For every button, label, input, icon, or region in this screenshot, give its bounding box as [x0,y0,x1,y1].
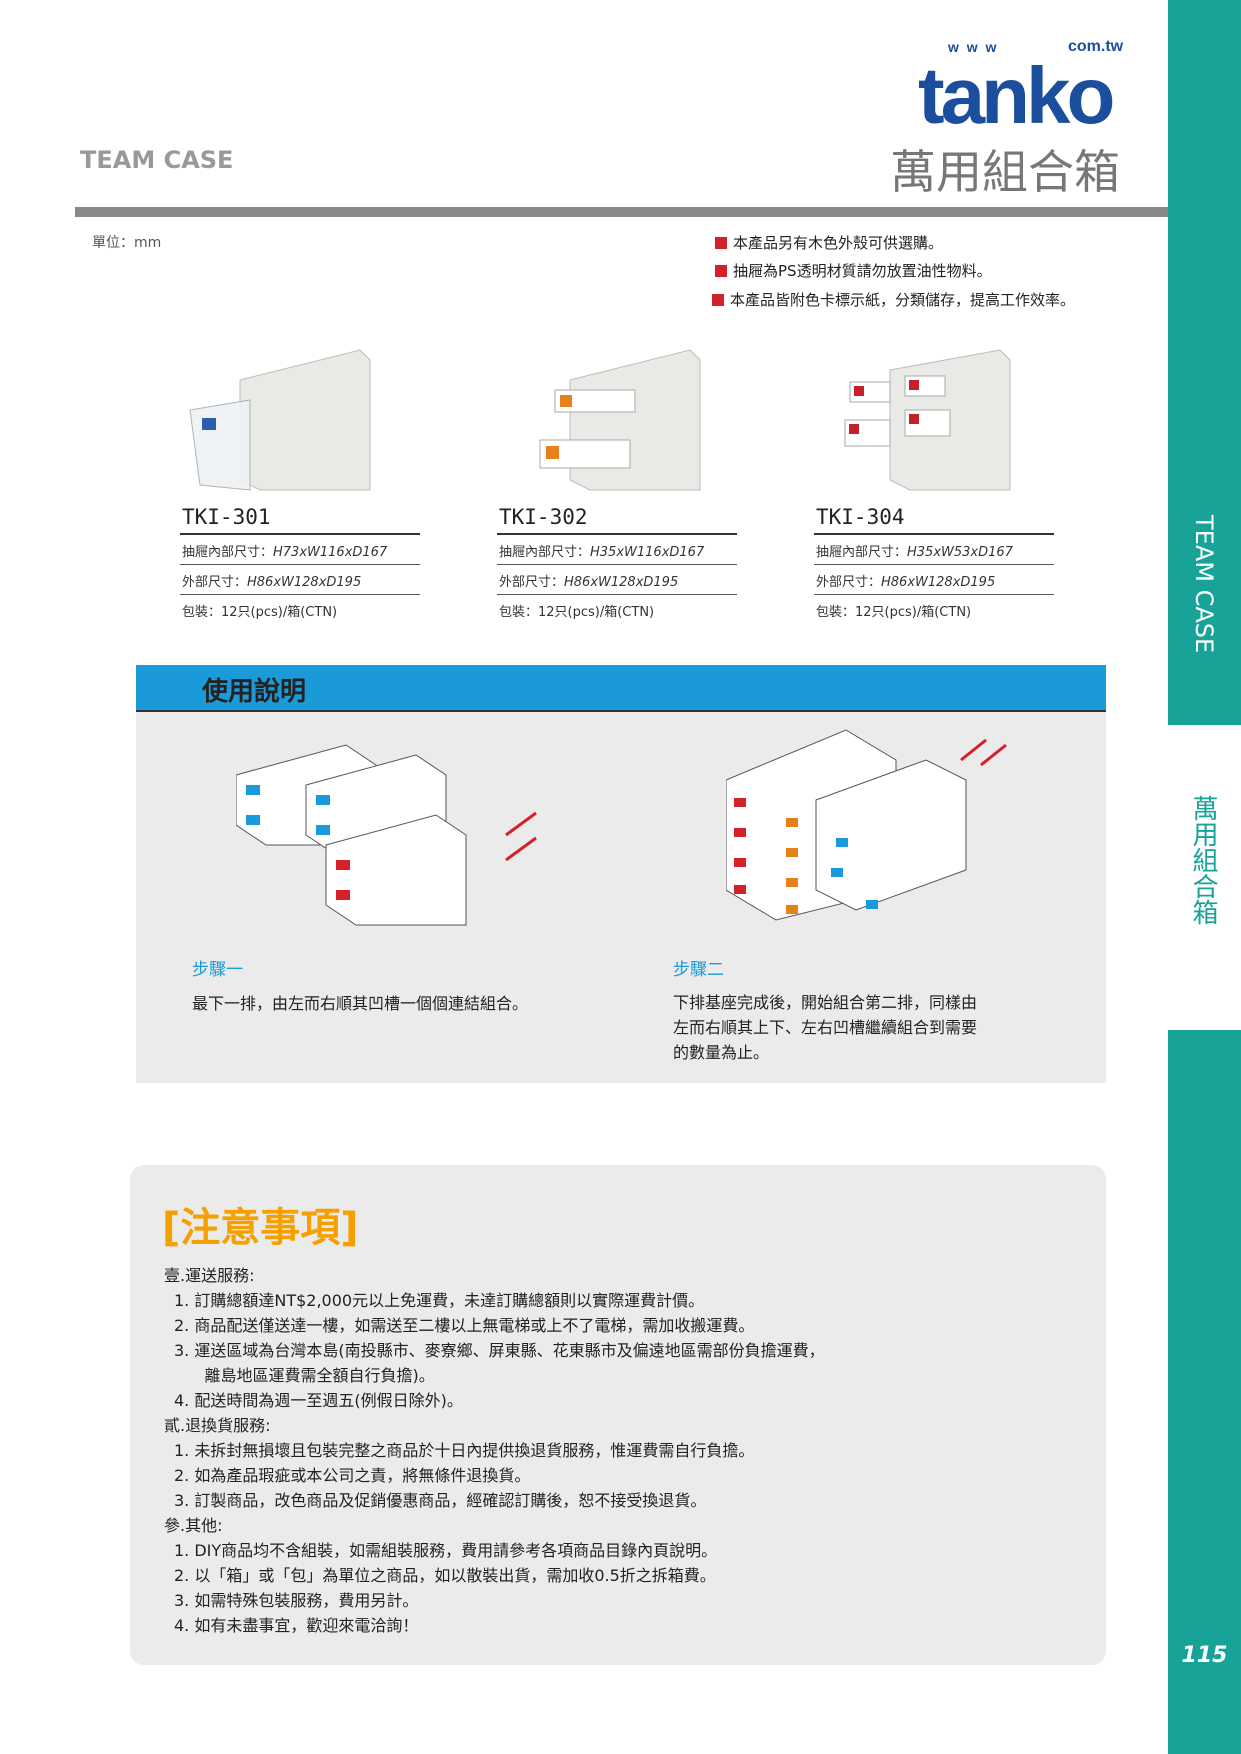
logo-name: tanko [918,51,1115,140]
packaging: 包裝：12只(pcs)/箱(CTN) [499,605,655,620]
notes-panel: tanko [注意事項] 壹.運送服務: 1. 訂購總額達NT$2,000元以上… [130,1165,1106,1665]
notes-heading: 貳.退換貨服務: [164,1416,271,1435]
notes-item: 2. 如為產品瑕疵或本公司之責，將無條件退換貨。 [174,1466,531,1485]
category-label: TEAM CASE [80,146,234,174]
instructions-title: 使用說明 [136,665,1106,712]
notes-heading: 壹.運送服務: [164,1266,255,1285]
notes-item: 3. 如需特殊包裝服務，費用另計。 [174,1591,419,1610]
model-name: TKI-302 [497,505,737,535]
tanko-logo: w w w com.tw tanko [918,38,1148,140]
tki-304-image [844,349,1011,491]
model-name: TKI-301 [180,505,420,535]
notes-item: 4. 如有未盡事宜，歡迎來電洽詢！ [174,1616,419,1635]
packaging: 包裝：12只(pcs)/箱(CTN) [182,605,338,620]
inner-size: 抽屜內部尺寸：H35xW116xD167 [497,535,737,565]
outer-size: 外部尺寸：H86xW128xD195 [180,565,420,595]
outer-size: 外部尺寸：H86xW128xD195 [497,565,737,595]
side-category-text: TEAM CASE [1190,515,1218,654]
notes-item: 3. 訂製商品，改色商品及促銷優惠商品，經確認訂購後，恕不接受換退貨。 [174,1491,707,1510]
notes-item: 1. 未拆封無損壞且包裝完整之商品於十日內提供換退貨服務，惟運費需自行負擔。 [174,1441,755,1460]
step2-text: 下排基座完成後，開始組合第二排，同樣由左而右順其上下、左右凹槽繼續組合到需要的數… [673,990,977,1065]
step1-text: 最下一排，由左而右順其凹槽一個個連結組合。 [192,994,529,1013]
side-band-bottom [1168,1030,1241,1754]
notes-item: 2. 商品配送僅送達一樓，如需送至二樓以上無電梯或上不了電梯，需加收搬運費。 [174,1316,755,1335]
notes-item: 1. 訂購總額達NT$2,000元以上免運費，未達訂購總額則以實際運費計價。 [174,1291,705,1310]
notes-item: 2. 以「箱」或「包」為單位之商品，如以散裝出貨，需加收0.5折之拆箱費。 [174,1566,716,1585]
logo-domain: com.tw [1068,38,1124,55]
product-tki-302: TKI-302 抽屜內部尺寸：H35xW116xD167 外部尺寸：H86xW1… [497,505,737,624]
inner-size: 抽屜內部尺寸：H73xW116xD167 [180,535,420,565]
product-images [189,349,1011,491]
unit-label: 單位：mm [92,235,162,251]
notes-heading: 參.其他: [164,1516,223,1535]
notes-item: 離島地區運費需全額自行負擔)。 [174,1366,435,1385]
page-number: 115 [1181,1643,1228,1668]
notes-title: [注意事項] [162,1205,359,1251]
step1-illustration [236,744,537,926]
step2-illustration [726,729,1007,921]
page-title: 萬用組合箱 [890,145,1120,199]
side-category: TEAM CASE [1168,515,1241,685]
header-divider [75,207,1168,217]
step2-line: 下排基座完成後，開始組合第二排，同樣由 [673,993,978,1012]
inner-size: 抽屜內部尺寸：H35xW53xD167 [814,535,1054,565]
side-band-top [1168,0,1241,725]
packaging: 包裝：12只(pcs)/箱(CTN) [816,605,972,620]
step1-label: 步驟一 [192,960,243,980]
tki-301-image [189,349,371,491]
tki-302-image [539,349,701,491]
model-name: TKI-304 [814,505,1054,535]
bullet-2: 抽屜為PS透明材質請勿放置油性物料。 [715,260,992,281]
notes-item: 4. 配送時間為週一至週五(例假日除外)。 [174,1391,463,1410]
bullet-3: 本產品皆附色卡標示紙，分類儲存，提高工作效率。 [712,289,1075,310]
notes-item: 3. 運送區域為台灣本島(南投縣市、麥寮鄉、屏東縣、花東縣市及偏遠地區需部份負擔… [174,1341,825,1360]
bullet-1: 本產品另有木色外殼可供選購。 [715,232,943,253]
step2-line: 的數量為止。 [673,1043,770,1062]
logo-www: w w w [948,39,999,55]
side-title: 萬用組合箱 [1188,795,1218,925]
product-tki-301: TKI-301 抽屜內部尺寸：H73xW116xD167 外部尺寸：H86xW1… [180,505,420,624]
outer-size: 外部尺寸：H86xW128xD195 [814,565,1054,595]
product-tki-304: TKI-304 抽屜內部尺寸：H35xW53xD167 外部尺寸：H86xW12… [814,505,1054,624]
step2-line: 左而右順其上下、左右凹槽繼續組合到需要 [673,1018,978,1037]
notes-item: 1. DIY商品均不含組裝，如需組裝服務，費用請參考各項商品目錄內頁說明。 [174,1541,718,1560]
tanko-watermark: tanko [1072,1284,1096,1645]
step2-label: 步驟二 [673,960,724,980]
instructions-panel: 使用說明 步驟一 最下一排，由左而右順其凹槽一個個連結組合。 步驟二 下排基座完… [136,665,1106,1083]
